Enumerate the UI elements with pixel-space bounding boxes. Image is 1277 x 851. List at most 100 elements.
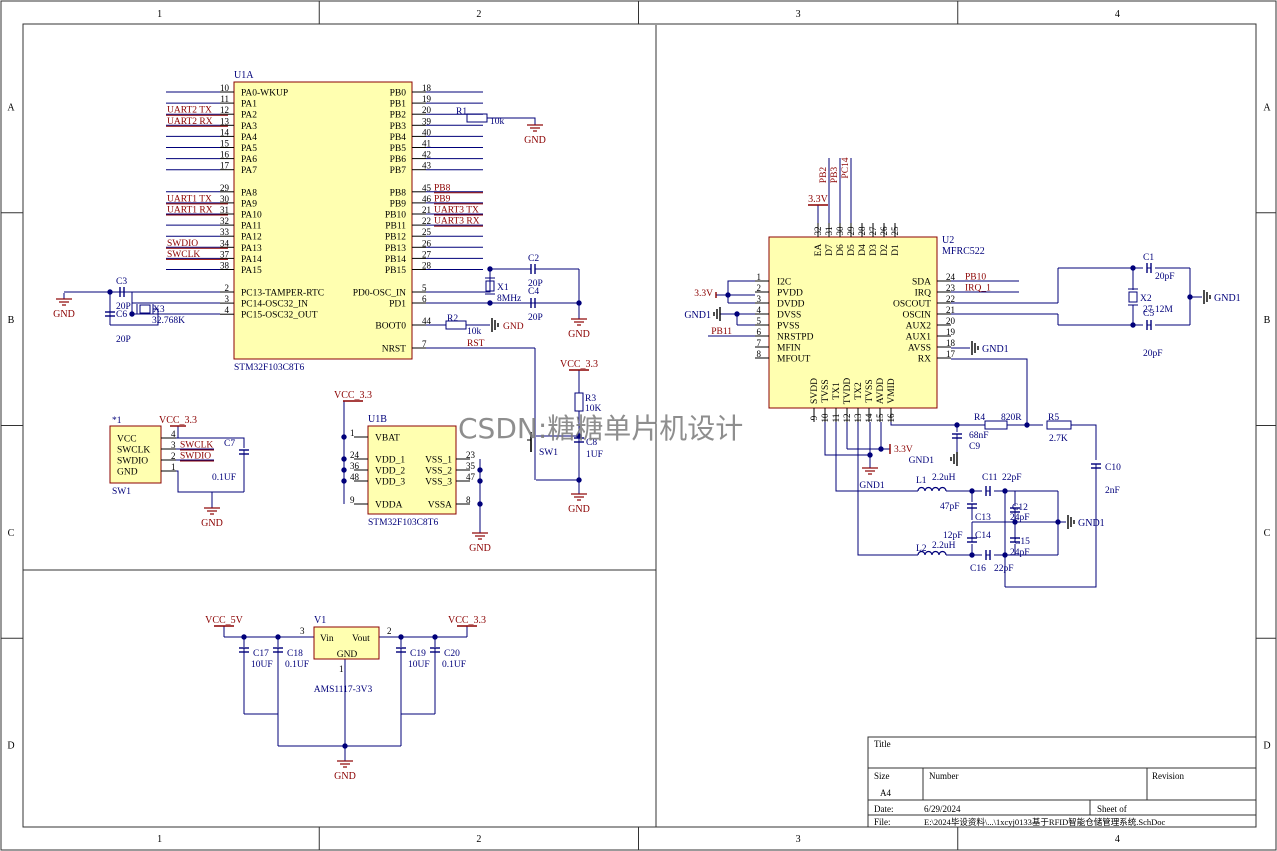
size-label: Size — [874, 771, 890, 781]
net-label: PB9 — [434, 194, 451, 204]
pin-number: 38 — [220, 261, 230, 271]
pin-number: 7 — [757, 338, 762, 348]
pin-number: 28 — [422, 261, 432, 271]
pin-name: VSSA — [428, 501, 452, 511]
r2-gnd: GND — [503, 322, 524, 332]
pin-number: 26 — [879, 226, 889, 236]
c15-ref: C15 — [1014, 537, 1030, 547]
pin-number: 29 — [846, 226, 856, 236]
ground-label: GND — [568, 504, 590, 515]
rst-net-label: RST — [467, 339, 485, 349]
x1-ref: X1 — [497, 283, 509, 293]
pin-name: PA9 — [241, 199, 257, 209]
junction-dot — [1002, 488, 1008, 494]
pin-name: PA13 — [241, 244, 262, 254]
net-label: PB8 — [434, 183, 451, 193]
date-value: 6/29/2024 — [924, 804, 961, 814]
mfrc522-body — [768, 236, 938, 409]
ground-label: GND — [201, 518, 223, 529]
reg-ref: V1 — [314, 615, 326, 626]
pin-number: 1 — [171, 462, 176, 472]
c11-ref: C11 — [982, 473, 998, 483]
pin-number: 20 — [946, 316, 956, 326]
resistor-body — [574, 392, 584, 412]
pin-number: 23 — [466, 450, 476, 460]
pin-name: PB14 — [385, 255, 406, 265]
number-label: Number — [929, 771, 959, 781]
u1b-part: STM32F103C8T6 — [368, 518, 438, 528]
c8-ref: C8 — [586, 438, 597, 448]
pin-name: SWDIO — [117, 457, 148, 467]
junction-dot — [477, 467, 483, 473]
pin-name: PC13-TAMPER-RTC — [241, 289, 324, 299]
pin-name: PB8 — [390, 188, 407, 198]
pin-name: TVSS — [865, 379, 875, 402]
pin-number: 2 — [225, 283, 230, 293]
net-label: UART1 TX — [167, 194, 212, 204]
junction-dot — [341, 478, 347, 484]
pin-name: PB7 — [390, 166, 407, 176]
junction-dot — [576, 300, 582, 306]
crystal-body — [1128, 291, 1138, 303]
l1-ref: L1 — [916, 476, 927, 486]
wire — [890, 422, 985, 426]
net-label: SWCLK — [167, 250, 200, 260]
column-marker-bottom: 2 — [476, 834, 481, 845]
pin-number: 14 — [864, 413, 874, 423]
pin-number: 29 — [220, 183, 230, 193]
resistor-body — [984, 420, 1008, 430]
resistor-body — [466, 113, 488, 123]
pin-name: DVSS — [777, 311, 801, 321]
wire — [426, 269, 491, 293]
pin-number: 32 — [813, 227, 823, 236]
row-marker-right: B — [1264, 315, 1271, 326]
wire — [132, 308, 159, 326]
u1b-designator: U1B — [368, 414, 387, 425]
pin-name: EA — [814, 244, 824, 257]
pin-number: 2 — [757, 283, 762, 293]
date-label: Date: — [874, 804, 894, 814]
r5-ref: R5 — [1048, 413, 1059, 423]
reg-vin: Vin — [320, 634, 334, 644]
crystal-body — [485, 280, 495, 292]
pin-number: 15 — [220, 139, 230, 149]
row-marker-right: C — [1264, 528, 1271, 539]
x1-val: 8MHz — [497, 294, 521, 304]
c10-val: 2nF — [1105, 486, 1120, 496]
junction-dot — [969, 488, 975, 494]
pin-number: 35 — [466, 461, 476, 471]
cap-val: 10UF — [408, 660, 430, 670]
u1a-part: STM32F103C8T6 — [234, 363, 304, 373]
net-label: PB11 — [711, 327, 732, 337]
pin-name: D7 — [825, 244, 835, 256]
pin-number: 23 — [946, 283, 956, 293]
power-net-label: VCC_3.3 — [334, 390, 372, 401]
cap-ref: C18 — [287, 649, 303, 659]
pin-name: PB11 — [385, 222, 406, 232]
power-net-label: 3.3V — [808, 194, 829, 205]
pin-name: PA12 — [241, 233, 262, 243]
pin-name: PD0-OSC_IN — [353, 289, 406, 299]
pin-name: PB10 — [385, 211, 406, 221]
pin-name: TVSS — [821, 379, 831, 402]
ground-label: GND — [568, 329, 590, 340]
c6-val: 20P — [116, 335, 131, 345]
net-label: 3.3V — [894, 445, 913, 455]
junction-dot — [477, 478, 483, 484]
net-label: SWDIO — [180, 452, 211, 462]
pin-name: GND — [117, 468, 138, 478]
pin-name: TX2 — [854, 382, 864, 400]
junction-dot — [734, 311, 740, 317]
pin-number: 11 — [220, 94, 229, 104]
l2-val: 2.2uH — [932, 541, 956, 551]
regulator-body — [313, 626, 380, 660]
pin-number: 5 — [757, 316, 762, 326]
pin-name: PVSS — [777, 322, 800, 332]
pin-number: 1 — [339, 664, 344, 674]
reg-part: AMS1117-3V3 — [314, 685, 373, 695]
cap-ref: C20 — [444, 649, 460, 659]
labels: U1ASTM32F103C8T610PA0-WKUP11PA112PA2UART… — [53, 70, 1241, 782]
c1-val: 20pF — [1155, 272, 1175, 282]
c9-ref: C9 — [969, 442, 980, 452]
ground-label: GND1 — [859, 481, 885, 491]
